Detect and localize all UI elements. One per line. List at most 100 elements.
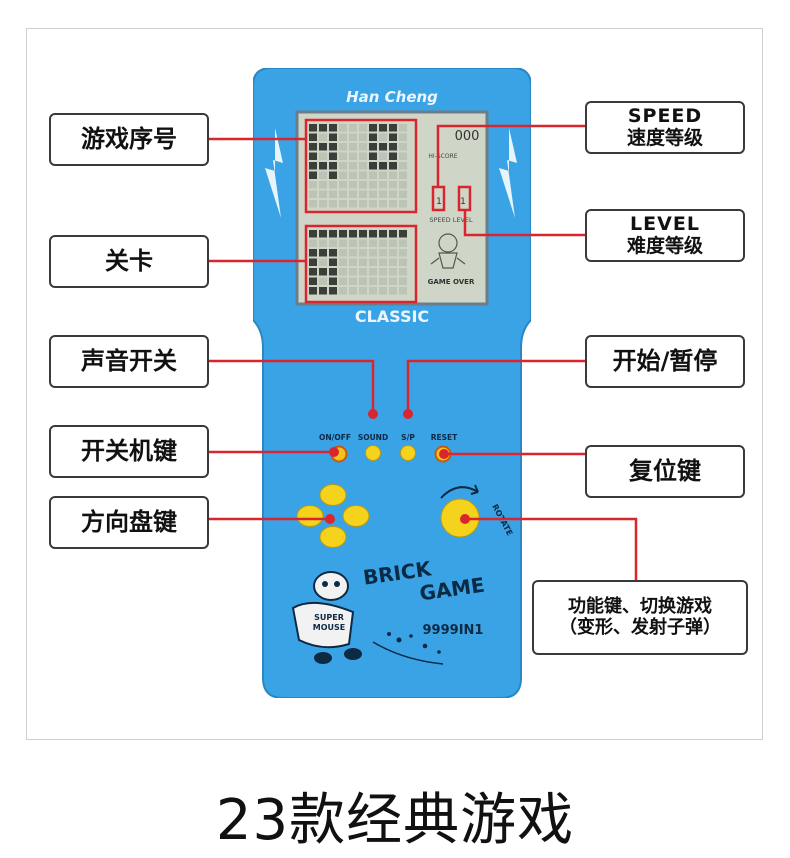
lcd-pixel bbox=[349, 239, 357, 247]
lcd-pixel bbox=[369, 268, 377, 276]
lcd-pixel bbox=[309, 133, 317, 141]
super-mouse-mascot-icon bbox=[291, 571, 362, 664]
level-callout bbox=[463, 210, 586, 237]
lcd-pixel bbox=[309, 277, 317, 285]
lcd-pixel bbox=[339, 162, 347, 170]
lcd-pixel bbox=[359, 277, 367, 285]
screen-mascot-icon bbox=[430, 233, 466, 269]
lcd-pixel bbox=[309, 230, 317, 238]
level-value: 1 bbox=[460, 197, 466, 207]
direction-key-text: 方向盘键 bbox=[81, 507, 177, 536]
dpad-up-button[interactable] bbox=[319, 484, 347, 506]
lcd-pixel bbox=[319, 239, 327, 247]
lcd-pixel bbox=[309, 124, 317, 132]
lcd-pixel bbox=[349, 249, 357, 257]
lcd-pixel bbox=[379, 268, 387, 276]
game-number-label: 游戏序号 bbox=[49, 113, 209, 166]
sound-callout bbox=[208, 359, 375, 412]
lcd-pixel bbox=[359, 133, 367, 141]
start-pause-text: 开始/暂停 bbox=[612, 346, 718, 375]
lcd-pixel bbox=[319, 152, 327, 160]
lcd-pixel bbox=[309, 152, 317, 160]
level-zh-text: 难度等级 bbox=[626, 234, 703, 257]
speed-label: SPEED 速度等级 bbox=[585, 101, 745, 154]
lcd-pixel bbox=[309, 249, 317, 257]
reset-key-text: 复位键 bbox=[629, 456, 701, 485]
lcd-pixel bbox=[339, 258, 347, 266]
classic-label: CLASSIC bbox=[355, 307, 429, 326]
lcd-pixel bbox=[349, 181, 357, 189]
lcd-pixel bbox=[379, 181, 387, 189]
sound-button[interactable] bbox=[365, 445, 381, 461]
lcd-pixel bbox=[369, 249, 377, 257]
lcd-pixel bbox=[379, 152, 387, 160]
lcd-pixel bbox=[349, 258, 357, 266]
lcd-pixel bbox=[399, 133, 407, 141]
speed-en-text: SPEED bbox=[627, 104, 703, 127]
power-key-text: 开关机键 bbox=[81, 436, 177, 465]
reset-label: RESET bbox=[431, 433, 458, 442]
dpad-left-button[interactable] bbox=[296, 505, 324, 527]
lcd-pixel bbox=[349, 190, 357, 198]
rotate-arrow-icon bbox=[440, 486, 479, 499]
mascot-name-line2: MOUSE bbox=[313, 623, 345, 632]
lcd-pixel bbox=[349, 277, 357, 285]
lcd-pixel bbox=[369, 143, 377, 151]
lcd-pixel bbox=[349, 171, 357, 179]
lcd-pixel bbox=[389, 162, 397, 170]
swoosh-decoration bbox=[372, 641, 444, 665]
lcd-pixel bbox=[339, 143, 347, 151]
lcd-pixel bbox=[369, 171, 377, 179]
lcd-pixel bbox=[389, 124, 397, 132]
lcd-pixel bbox=[399, 230, 407, 238]
stage-grid bbox=[309, 230, 407, 295]
lcd-pixel bbox=[349, 162, 357, 170]
lcd-pixel bbox=[309, 239, 317, 247]
lcd-pixel bbox=[339, 133, 347, 141]
lcd-pixel bbox=[329, 249, 337, 257]
lcd-pixel bbox=[329, 190, 337, 198]
stage-highlight bbox=[304, 224, 418, 304]
lcd-pixel bbox=[329, 268, 337, 276]
lcd-pixel bbox=[389, 190, 397, 198]
caption: 23款经典游戏 bbox=[215, 788, 575, 853]
lcd-pixel bbox=[349, 268, 357, 276]
lcd-pixel bbox=[319, 249, 327, 257]
lcd-pixel bbox=[329, 200, 337, 208]
lcd-pixel bbox=[339, 230, 347, 238]
score-display: 000 bbox=[455, 129, 480, 144]
lcd-pixel bbox=[399, 190, 407, 198]
lcd-pixel bbox=[319, 287, 327, 295]
brick-game-device: Han Cheng 000 HI-SCORE 1 1 SPEED LEVEL G… bbox=[253, 68, 531, 698]
lcd-pixel bbox=[359, 124, 367, 132]
lcd-pixel bbox=[349, 200, 357, 208]
sound-label: SOUND bbox=[358, 433, 388, 442]
lcd-pixel bbox=[399, 143, 407, 151]
lcd-pixel bbox=[379, 190, 387, 198]
lcd-pixel bbox=[359, 171, 367, 179]
sp-button[interactable] bbox=[400, 445, 416, 461]
lcd-pixel bbox=[359, 152, 367, 160]
lcd-pixel bbox=[369, 181, 377, 189]
lightning-right-icon bbox=[499, 128, 517, 218]
sound-switch-label: 声音开关 bbox=[49, 335, 209, 388]
lcd-pixel bbox=[379, 230, 387, 238]
lcd-pixel bbox=[319, 124, 327, 132]
dpad-down-button[interactable] bbox=[319, 526, 347, 548]
lcd-pixel bbox=[399, 124, 407, 132]
dpad-right-button[interactable] bbox=[342, 505, 370, 527]
lcd-pixel bbox=[369, 152, 377, 160]
direction-key-label: 方向盘键 bbox=[49, 496, 209, 549]
lcd-pixel bbox=[359, 200, 367, 208]
direction-pad[interactable] bbox=[296, 484, 370, 548]
lcd-pixel bbox=[319, 162, 327, 170]
speed-level-label: SPEED LEVEL bbox=[429, 216, 473, 224]
sp-label: S/P bbox=[401, 433, 415, 442]
lcd-pixel bbox=[389, 152, 397, 160]
lcd-pixel bbox=[349, 133, 357, 141]
lcd-pixel bbox=[359, 249, 367, 257]
level-en-text: LEVEL bbox=[630, 212, 700, 235]
lcd-pixel bbox=[329, 181, 337, 189]
lcd-pixel bbox=[379, 143, 387, 151]
